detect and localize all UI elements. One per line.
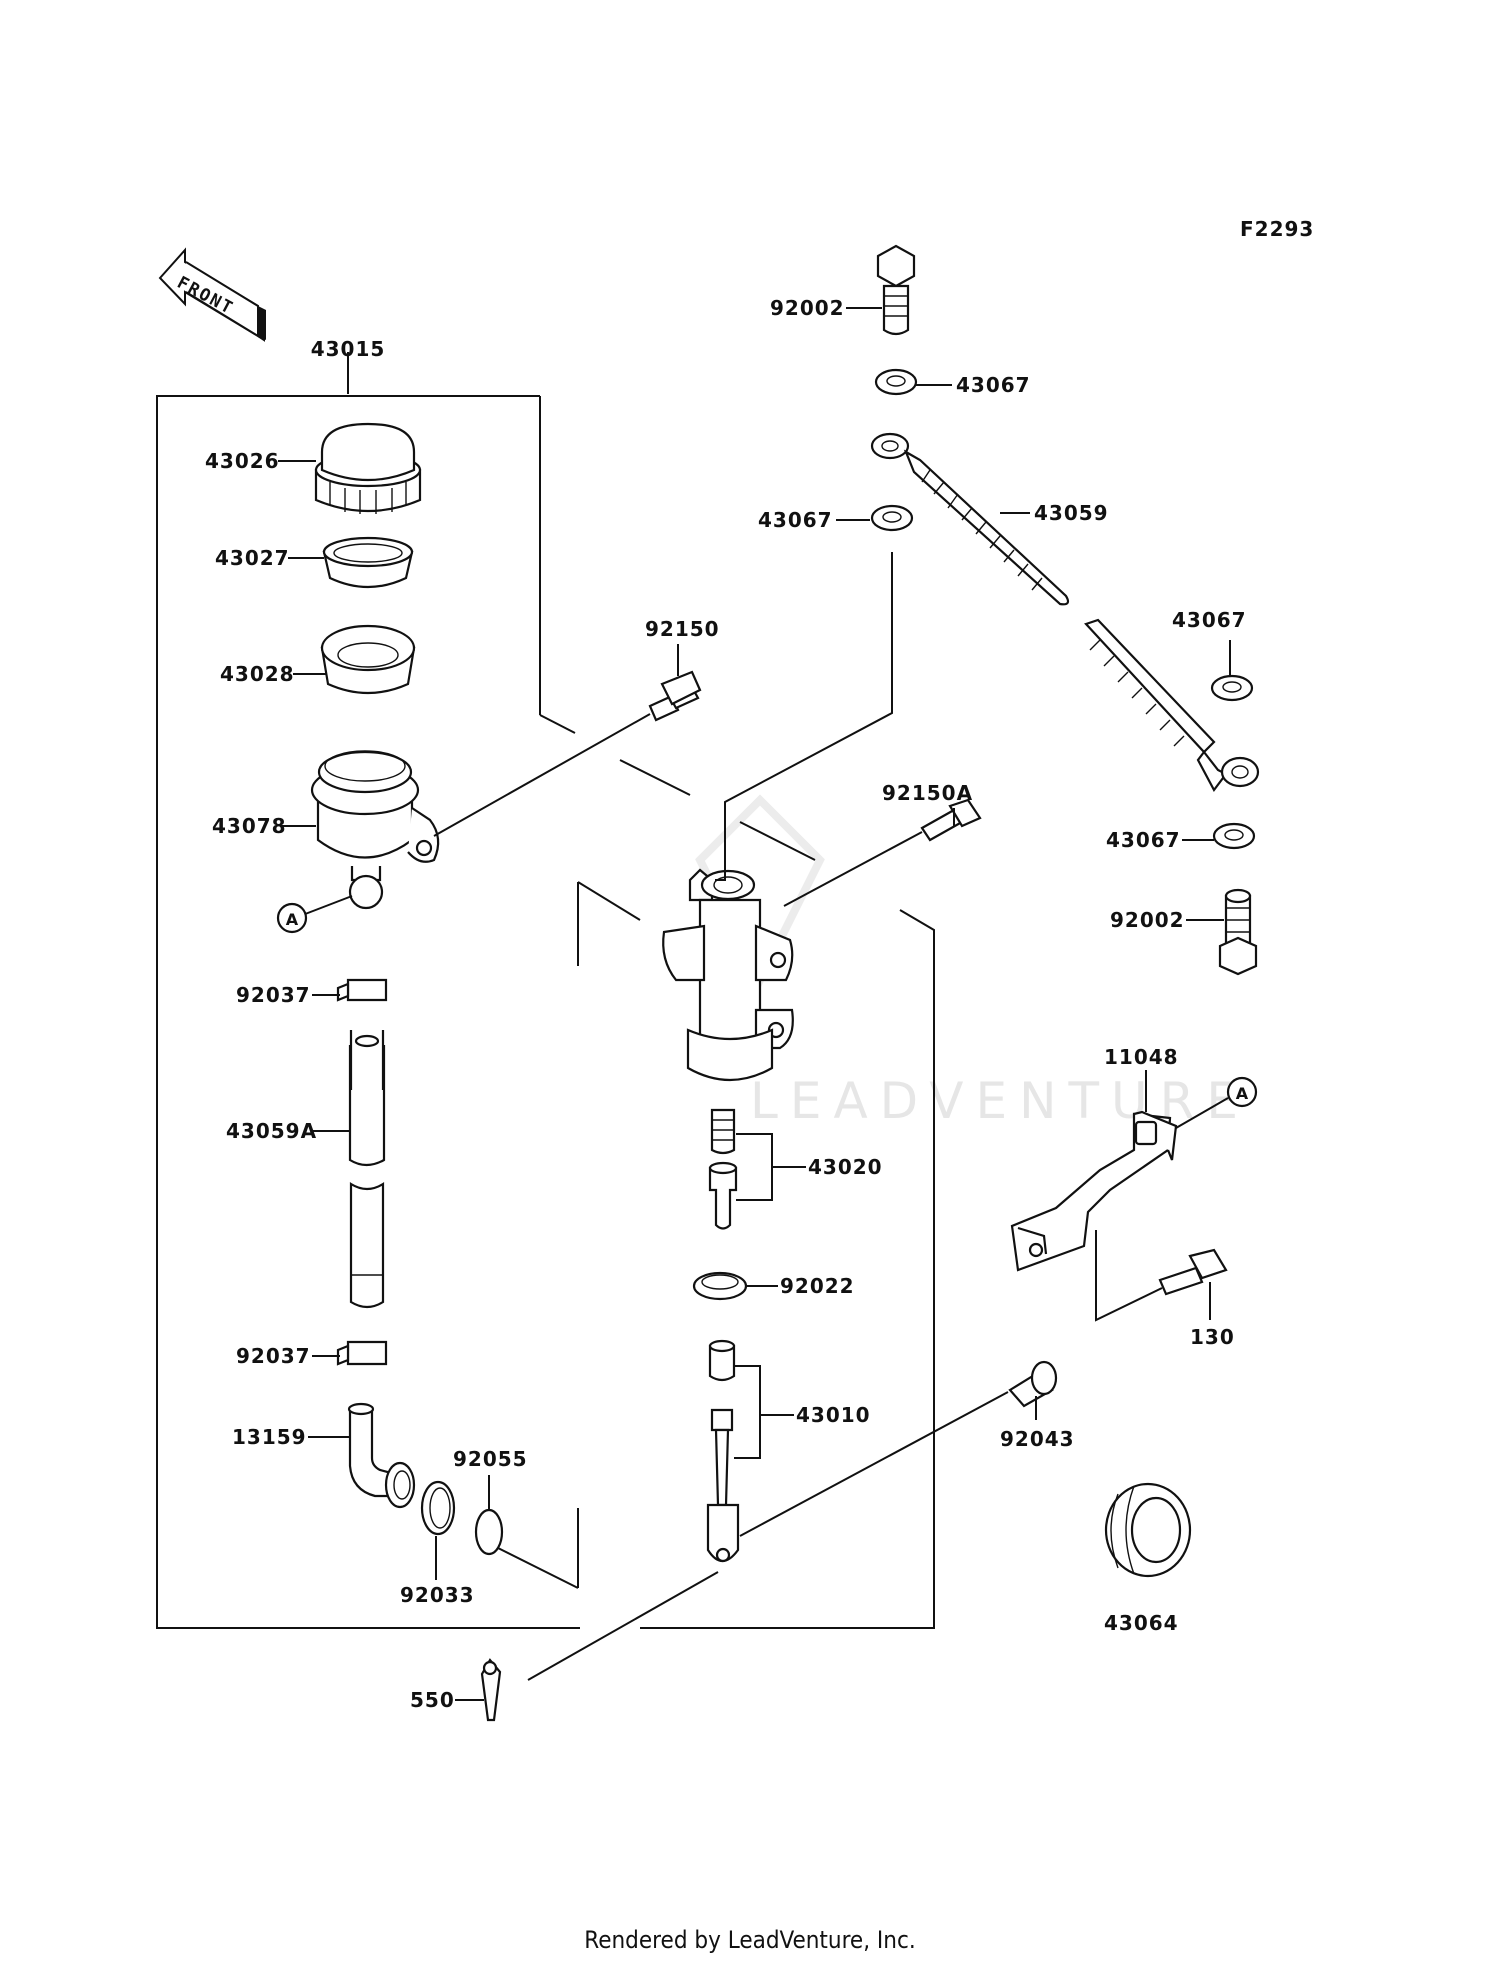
label-43067-d: 43067: [1106, 828, 1181, 852]
label-43020: 43020: [808, 1155, 883, 1179]
assembly-frame-43015: [156, 352, 935, 1629]
label-92037-top: 92037: [236, 983, 311, 1007]
hose-clamp-92037-bottom: [336, 1340, 388, 1366]
o-ring-92055: [474, 1508, 504, 1556]
watermark-text: LEADVENTURE: [750, 1072, 1250, 1130]
label-43059A: 43059A: [226, 1119, 317, 1143]
label-43026: 43026: [205, 449, 280, 473]
label-92022: 92022: [780, 1274, 855, 1298]
piston-cup-43020: [708, 1108, 738, 1230]
boot-43064: [1104, 1482, 1192, 1578]
label-43064: 43064: [1104, 1611, 1179, 1635]
label-13159: 13159: [232, 1425, 307, 1449]
footer-credit: Rendered by LeadVenture, Inc.: [584, 1926, 915, 1954]
circlip-92022: [692, 1271, 748, 1301]
svg-text:A: A: [286, 910, 299, 929]
label-92002-bottom: 92002: [1110, 908, 1185, 932]
label-43027: 43027: [215, 546, 290, 570]
callout-a-left: A: [276, 902, 308, 934]
label-43059: 43059: [1034, 501, 1109, 525]
cotter-pin-550: [480, 1658, 502, 1722]
label-43067-b: 43067: [758, 508, 833, 532]
front-arrow-icon: FRONT: [158, 247, 266, 342]
label-92055: 92055: [453, 1447, 528, 1471]
bolt-130: [1158, 1248, 1228, 1296]
label-92037-bottom: 92037: [236, 1344, 311, 1368]
washer-43067-b: [870, 504, 914, 532]
label-550: 550: [410, 1688, 455, 1712]
hose-clamp-92037-top: [336, 978, 388, 1002]
reservoir-cap-43026: [314, 422, 422, 514]
callout-a-right: A: [1226, 1076, 1258, 1108]
bracket-11048: [1010, 1110, 1178, 1272]
label-92033: 92033: [400, 1583, 475, 1607]
reservoir-43078: [310, 750, 440, 910]
bolt-92150: [648, 670, 702, 722]
label-43067-a: 43067: [956, 373, 1031, 397]
label-92150A: 92150A: [882, 781, 973, 805]
diagram-code: F2293: [1240, 217, 1314, 241]
label-43078: 43078: [212, 814, 287, 838]
label-92150: 92150: [645, 617, 720, 641]
label-11048: 11048: [1104, 1045, 1179, 1069]
svg-text:A: A: [1236, 1084, 1249, 1103]
label-43028: 43028: [220, 662, 295, 686]
label-43010: 43010: [796, 1403, 871, 1427]
bolt-92150A: [920, 798, 982, 842]
label-92043: 92043: [1000, 1427, 1075, 1451]
brake-hose-43059: [870, 432, 1260, 793]
circlip-92033: [420, 1480, 456, 1536]
label-92002-top: 92002: [770, 296, 845, 320]
elbow-fitting-13159: [347, 1402, 416, 1509]
clevis-pin-92043: [1008, 1360, 1058, 1408]
master-cylinder-body: [662, 868, 794, 1082]
banjo-bolt-92002-top: [876, 244, 916, 336]
label-43067-c: 43067: [1172, 608, 1247, 632]
push-rod-43010: [706, 1339, 740, 1563]
diaphragm-43028: [320, 624, 416, 695]
label-43015: 43015: [311, 337, 386, 361]
washer-43067-a: [874, 368, 918, 396]
hose-43059A: [348, 1030, 386, 1309]
banjo-bolt-92002-bottom: [1218, 888, 1258, 976]
label-130: 130: [1190, 1325, 1235, 1349]
washer-43067-c: [1210, 674, 1254, 702]
washer-43067-d: [1212, 822, 1256, 850]
diaphragm-plate-43027: [322, 536, 414, 589]
